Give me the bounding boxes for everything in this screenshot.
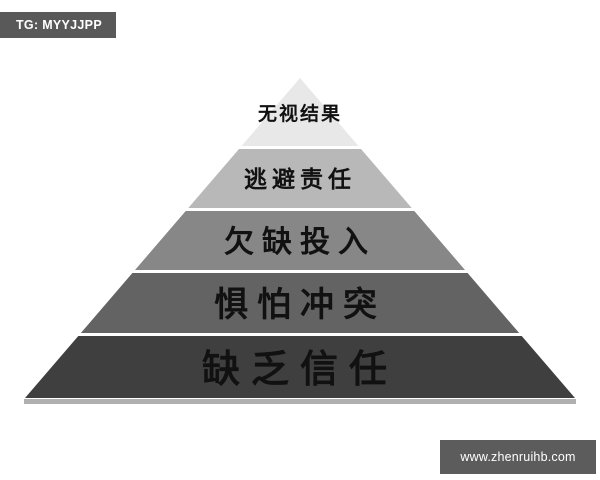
pyramid-tier-3[interactable]: 欠缺投入	[0, 208, 600, 270]
pyramid-tier-2-shape	[188, 149, 412, 208]
pyramid-tier-1[interactable]: 无视结果	[0, 78, 600, 146]
pyramid-tier-5[interactable]: 缺乏信任	[0, 333, 600, 398]
pyramid-tier-4-shape	[80, 272, 520, 333]
pyramid-tier-1-shape	[241, 78, 359, 146]
pyramid-tier-4[interactable]: 惧怕冲突	[0, 270, 600, 333]
tg-channel-badge: TG: MYYJJPP	[0, 12, 116, 38]
pyramid-base-shadow	[24, 399, 576, 404]
pyramid-tier-3-shape	[135, 211, 465, 270]
site-watermark: www.zhenruihb.com	[440, 440, 596, 474]
pyramid-tier-5-shape	[25, 335, 575, 398]
pyramid-tier-2[interactable]: 逃避责任	[0, 146, 600, 208]
